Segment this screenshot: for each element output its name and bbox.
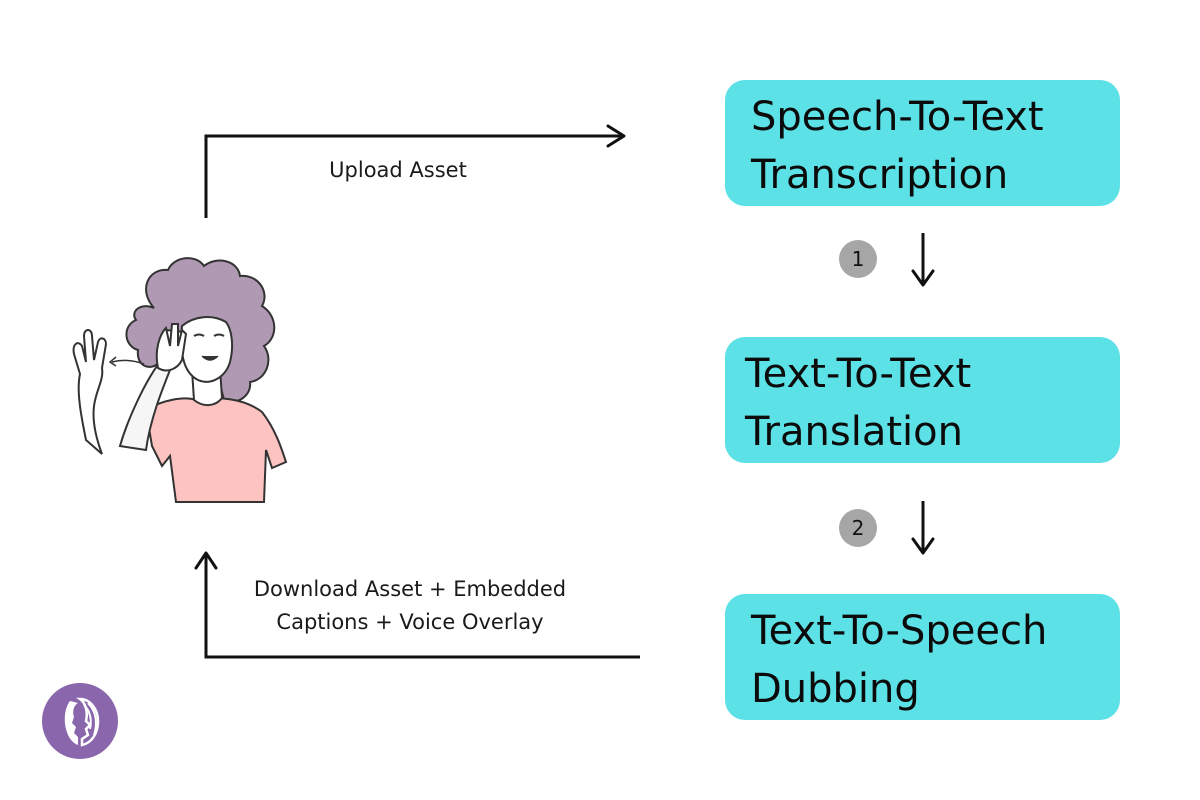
step-subtitle: Transcription xyxy=(751,152,1009,198)
step-1-badge: 1 xyxy=(839,240,877,278)
step-title: Text-To-Speech xyxy=(751,608,1048,654)
step-2-arrowhead xyxy=(911,537,935,555)
face-profile-logo-icon xyxy=(64,697,100,747)
brand-logo xyxy=(42,683,118,759)
download-arrow xyxy=(204,555,640,659)
step-subtitle: Dubbing xyxy=(751,666,920,712)
upload-arrowhead xyxy=(606,124,626,148)
step-subtitle: Translation xyxy=(745,409,963,455)
upload-arrow xyxy=(204,134,622,218)
step-title: Speech-To-Text xyxy=(751,94,1044,140)
download-label-line-2: Captions + Voice Overlay xyxy=(276,610,544,634)
step-2-badge: 2 xyxy=(839,509,877,547)
download-arrowhead xyxy=(194,551,218,570)
step-title: Text-To-Text xyxy=(745,351,972,397)
download-asset-label: Download Asset + Embedded Captions + Voi… xyxy=(215,573,605,639)
speech-to-text-box: Speech-To-Text Transcription xyxy=(725,80,1120,206)
person-signing-icon xyxy=(72,257,288,503)
step-1-arrowhead xyxy=(911,269,935,287)
download-label-line-1: Download Asset + Embedded xyxy=(253,577,567,601)
upload-asset-label: Upload Asset xyxy=(329,158,467,182)
text-to-speech-box: Text-To-Speech Dubbing xyxy=(725,594,1120,720)
person-signing-illustration xyxy=(66,250,301,508)
text-to-text-box: Text-To-Text Translation xyxy=(725,337,1120,463)
